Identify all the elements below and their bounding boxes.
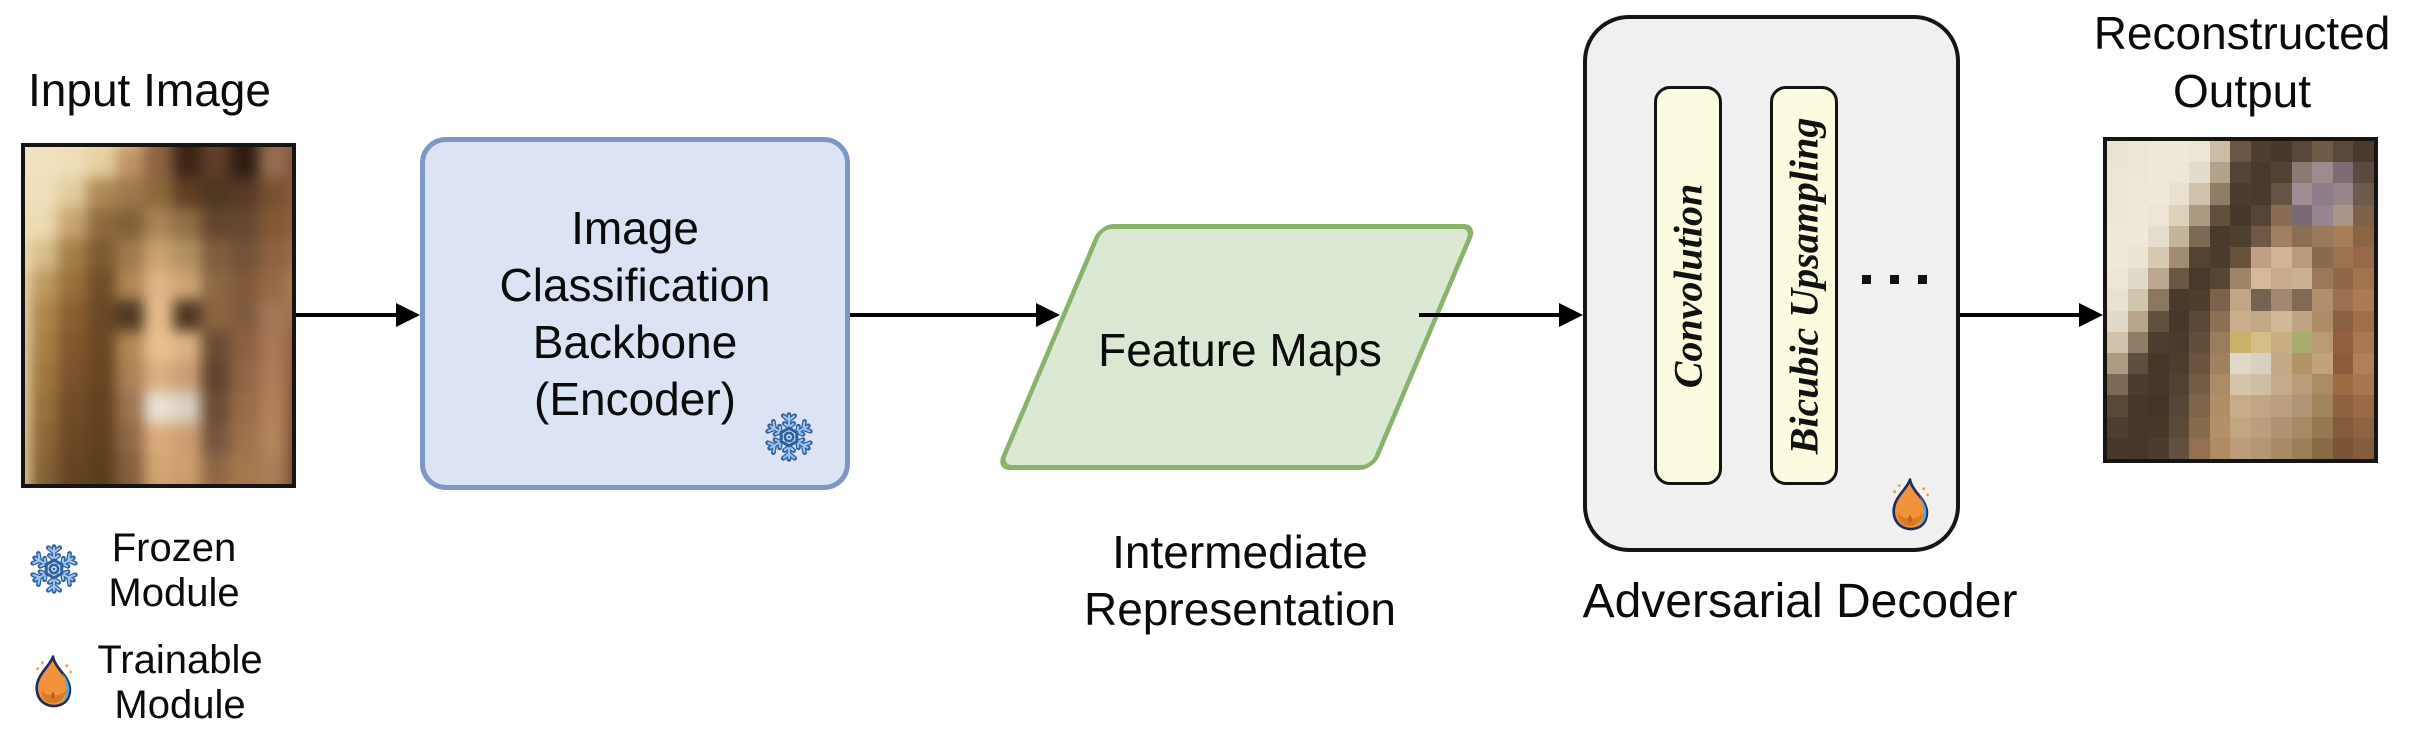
legend-frozen-item [28,541,80,597]
bicubic-upsampling-label: Bicubic Upsampling [1781,117,1827,454]
legend-trainable-item [30,652,76,710]
convolution-module: Convolution [1654,86,1722,485]
encoder-line-3: Backbone [532,315,738,368]
arrow-input-to-encoder [296,313,396,317]
input-image [21,143,296,488]
encoder-line-4: (Encoder) [534,372,736,425]
feature-maps-label: Feature Maps [1098,324,1382,376]
adversarial-decoder-label: Adversarial Decoder [1582,575,2018,628]
encoder-line-2: Classification [499,258,771,311]
input-image-pixels [25,147,292,484]
encoder-line-1: Image [571,201,699,254]
arrow-decoder-to-output [1960,313,2079,317]
reconstructed-output-label: Reconstructed Output [2093,7,2391,117]
intermediate-representation-label: Intermediate Representation [1084,526,1396,635]
encoder-box: Image Classification Backbone (Encoder) [420,137,850,490]
arrow-features-to-decoder [1419,313,1559,317]
flame-icon [30,652,76,710]
snowflake-icon [28,541,80,597]
flame-icon [1887,475,1933,533]
reconstructed-image-pixels [2107,141,2374,459]
convolution-label: Convolution [1665,183,1711,388]
arrow-encoder-to-features [850,313,1036,317]
legend-frozen-label: Frozen Module [108,526,240,615]
snowflake-icon [763,409,815,465]
ellipsis-icon [1862,275,1927,284]
reconstructed-image [2103,137,2378,463]
bicubic-upsampling-module: Bicubic Upsampling [1770,86,1838,485]
adversarial-decoder-box: Convolution Bicubic Upsampling [1583,15,1960,552]
legend-trainable-label: Trainable Module [97,638,263,727]
input-image-label: Input Image [28,64,271,116]
